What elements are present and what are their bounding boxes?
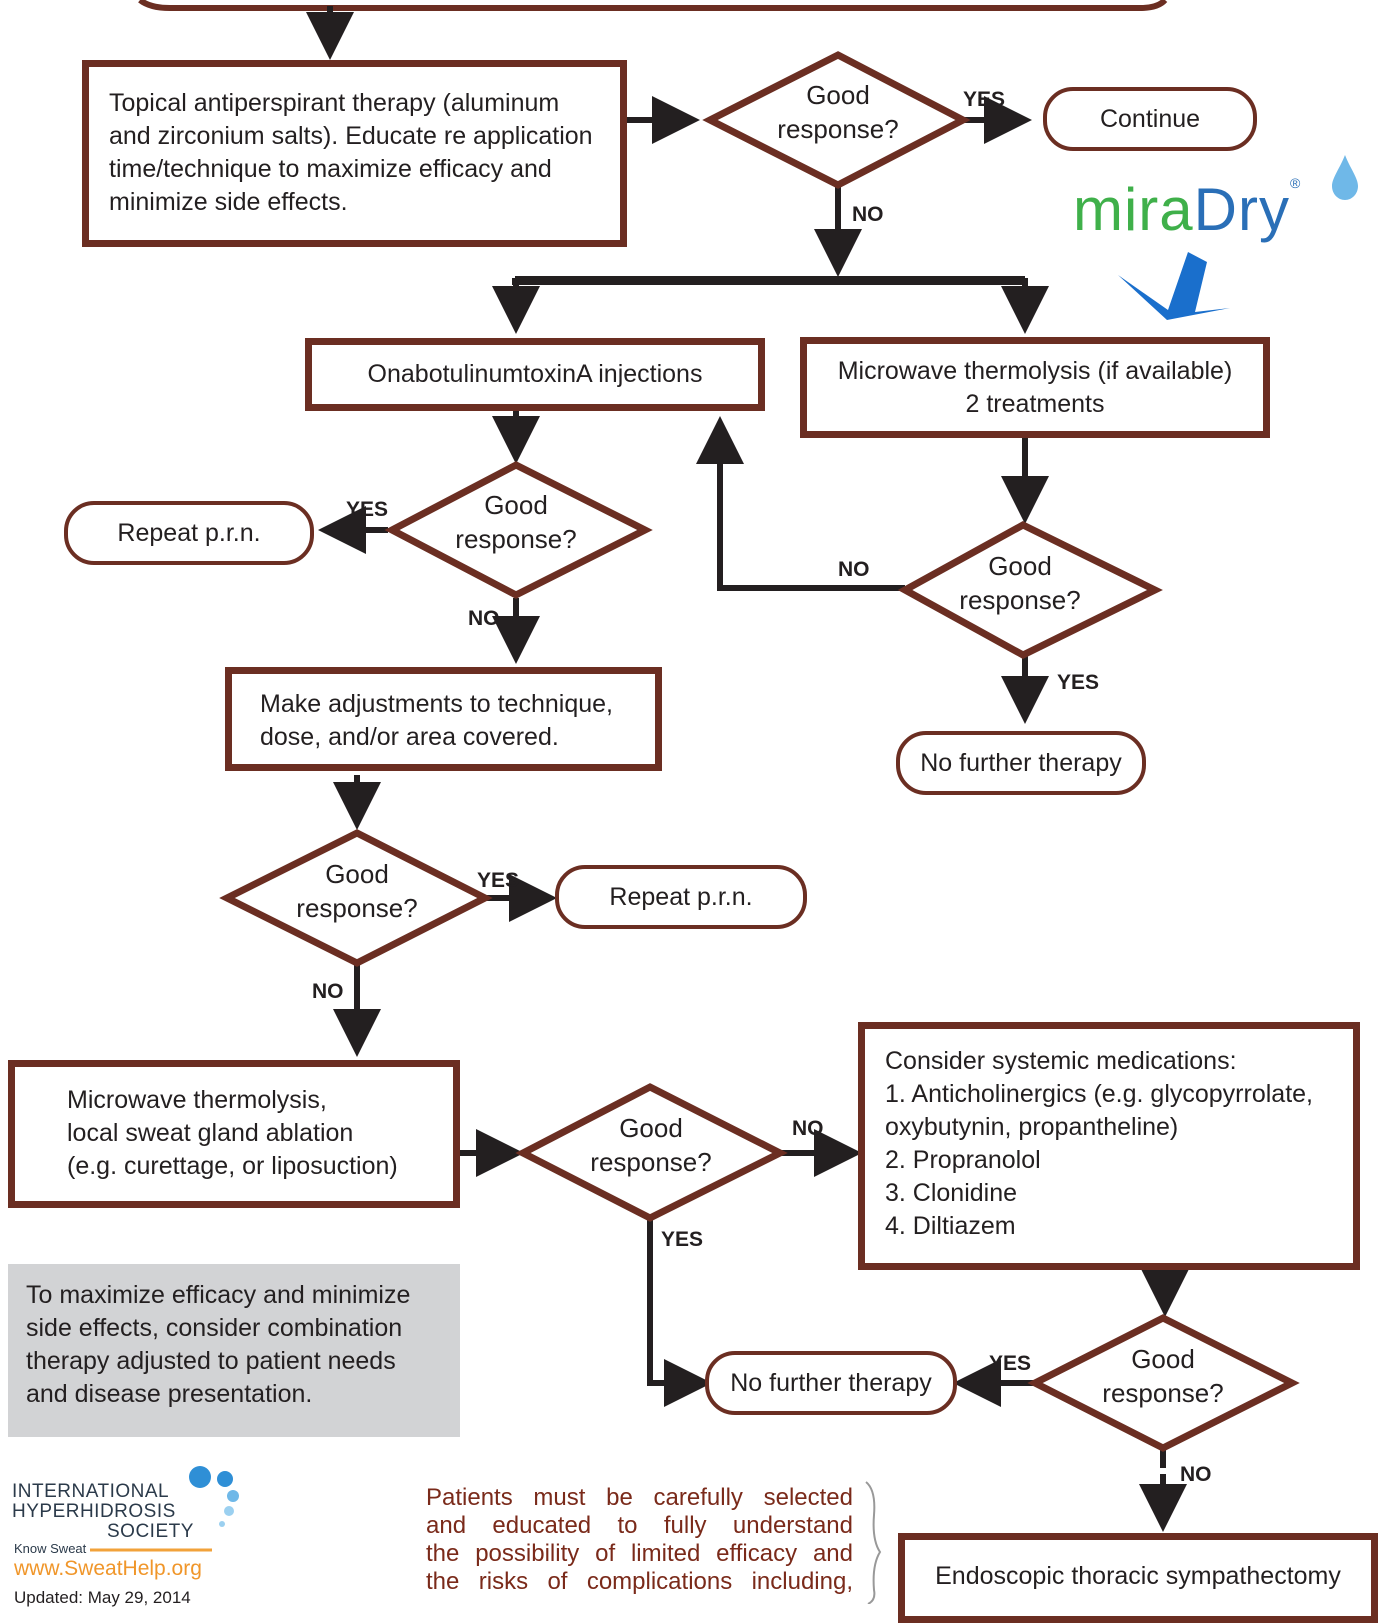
label-yes-1: YES — [963, 88, 1006, 111]
combination-therapy-text: To maximize efficacy and minimize side e… — [26, 1281, 411, 1408]
label-no-4: NO — [312, 980, 344, 1003]
label-no-1: NO — [852, 203, 884, 226]
repeat-terminal-1: Repeat p.r.n. — [64, 501, 314, 565]
microwave-text-2: 2 treatments — [965, 389, 1105, 418]
patients-note-line-1: Patients must be carefully selected — [426, 1484, 853, 1511]
repeat-terminal-2: Repeat p.r.n. — [555, 865, 807, 929]
org-name-line-3: SOCIETY — [107, 1521, 194, 1542]
decision-5-line2: response? — [590, 1147, 712, 1177]
patients-selection-note: Patients must be carefully selected and … — [426, 1484, 853, 1596]
topical-therapy-box: Topical antiperspirant therapy (aluminum… — [82, 60, 627, 247]
decision-diamond-4 — [219, 829, 493, 967]
org-name-line-1: INTERNATIONAL — [12, 1481, 170, 1502]
patients-note-line-3: the possibility of limited efficacy and — [426, 1540, 853, 1567]
miradry-dry: Dry — [1193, 176, 1290, 243]
decision-diamond-2 — [384, 461, 653, 599]
continue-terminal: Continue — [1043, 87, 1257, 151]
decision-3-line1: Good — [988, 551, 1052, 581]
org-url[interactable]: www.SweatHelp.org — [14, 1557, 202, 1580]
ets-box: Endoscopic thoracic sympathectomy — [898, 1533, 1378, 1623]
decision-text-4: Good response? — [269, 857, 445, 925]
label-yes-5: YES — [661, 1228, 704, 1251]
label-yes-2: YES — [346, 498, 389, 521]
ablation-text-1: Microwave thermolysis, — [67, 1086, 327, 1114]
systemic-item-4: 4. Diltiazem — [885, 1212, 1016, 1240]
org-tagline: Know Sweat — [14, 1541, 87, 1556]
continue-text: Continue — [1099, 104, 1201, 133]
microwave-box: Microwave thermolysis (if available) 2 t… — [800, 337, 1270, 438]
topical-therapy-text: Topical antiperspirant therapy (aluminum… — [109, 89, 593, 216]
onabot-text: OnabotulinumtoxinA injections — [367, 360, 703, 388]
systemic-item-2: 2. Propranolol — [885, 1146, 1041, 1174]
patients-note-line-4: the risks of complications including, — [426, 1568, 853, 1595]
no-further-text-1: No further therapy — [920, 748, 1122, 777]
decision-diamond-1 — [702, 51, 971, 189]
decision-text-6: Good response? — [1075, 1342, 1251, 1410]
label-yes-6: YES — [989, 1352, 1032, 1375]
systemic-title: Consider systemic medications: — [885, 1047, 1237, 1075]
microwave-text-1: Microwave thermolysis (if available) — [837, 356, 1233, 385]
systemic-item-1a: 1. Anticholinergics (e.g. glycopyrrolate… — [885, 1080, 1313, 1108]
miradry-logo: miraDry® — [1073, 175, 1301, 244]
decision-4-line1: Good — [325, 859, 389, 889]
decision-text-3: Good response? — [932, 549, 1108, 617]
no-further-text-2: No further therapy — [730, 1368, 932, 1397]
decision-1-line2: response? — [777, 114, 899, 144]
ablation-text-3: (e.g. curettage, or liposuction) — [67, 1152, 398, 1180]
miradry-mira: mira — [1073, 176, 1194, 243]
label-no-5: NO — [792, 1117, 824, 1140]
no-further-terminal-2: No further therapy — [705, 1351, 957, 1415]
patients-note-line-2: and educated to fully understand — [426, 1512, 853, 1539]
repeat-text-1: Repeat p.r.n. — [117, 518, 261, 547]
decision-diamond-6 — [1027, 1314, 1300, 1452]
decision-2-line2: response? — [455, 524, 577, 554]
combination-therapy-note: To maximize efficacy and minimize side e… — [8, 1264, 460, 1437]
ets-text: Endoscopic thoracic sympathectomy — [935, 1562, 1341, 1590]
label-yes-4: YES — [477, 869, 520, 892]
arrow-decision3-no-loop — [696, 416, 905, 591]
no-further-terminal-1: No further therapy — [896, 731, 1146, 795]
adjust-text: Make adjustments to technique, dose, and… — [260, 690, 613, 751]
ablation-text-2: local sweat gland ablation — [67, 1119, 354, 1147]
arrow-decision5-yes — [647, 1218, 712, 1407]
onabot-box: OnabotulinumtoxinA injections — [305, 338, 765, 411]
decision-4-line2: response? — [296, 893, 418, 923]
decision-1-line1: Good — [806, 80, 870, 110]
decision-diamond-5 — [515, 1083, 788, 1222]
label-yes-3: YES — [1057, 671, 1100, 694]
decision-text-1: Good response? — [750, 78, 926, 146]
decision-2-line1: Good — [484, 490, 548, 520]
label-no-6: NO — [1180, 1463, 1212, 1486]
decision-6-line2: response? — [1102, 1378, 1224, 1408]
org-logo-dots-icon — [189, 1466, 239, 1527]
updated-date: Updated: May 29, 2014 — [14, 1588, 191, 1607]
top-box-edge — [138, 0, 1168, 11]
systemic-item-1b: oxybutynin, propantheline) — [885, 1113, 1179, 1141]
ablation-box: Microwave thermolysis, local sweat gland… — [8, 1060, 460, 1208]
water-drop-icon — [1332, 155, 1358, 200]
miradry-reg: ® — [1289, 175, 1302, 191]
note-brace — [865, 1481, 882, 1604]
decision-6-line1: Good — [1131, 1344, 1195, 1374]
org-name-line-2: HYPERHIDROSIS — [12, 1501, 176, 1522]
systemic-meds-box: Consider systemic medications: 1. Antich… — [858, 1022, 1360, 1270]
label-no-3: NO — [838, 558, 870, 581]
adjust-box: Make adjustments to technique, dose, and… — [225, 667, 662, 771]
decision-5-line1: Good — [619, 1113, 683, 1143]
down-arrow-icon — [1118, 252, 1230, 320]
org-logo: INTERNATIONAL HYPERHIDROSIS SOCIETY — [12, 1482, 194, 1542]
decision-text-5: Good response? — [563, 1111, 739, 1179]
systemic-item-3: 3. Clonidine — [885, 1179, 1018, 1207]
decision-diamond-3 — [897, 521, 1163, 659]
decision-text-2: Good response? — [428, 488, 604, 556]
decision-3-line2: response? — [959, 585, 1081, 615]
label-no-2: NO — [468, 607, 500, 630]
repeat-text-2: Repeat p.r.n. — [609, 882, 753, 911]
